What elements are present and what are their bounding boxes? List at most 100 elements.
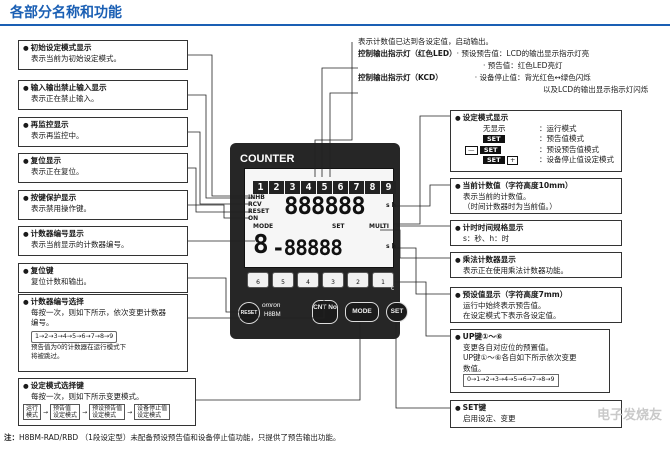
ctl-kcd-label: 控制输出指示灯（KCD） bbox=[358, 73, 443, 82]
multi-indicator: MULTI bbox=[369, 223, 389, 230]
mode-sequence: 运行模式→ 预告值设定模式→ 预设预告值设定模式→ 设备停止值设定模式 bbox=[23, 404, 191, 420]
callout-desc: 表示正在复位。 bbox=[31, 166, 84, 176]
callout-heading: 计数器编号显示 bbox=[23, 229, 183, 240]
up-key-4[interactable]: 4 bbox=[297, 272, 319, 288]
callout-current-count: 当前计数值（字符高度10mm） 表示当前的计数值。 （时间计数器时为当前值。） bbox=[450, 178, 622, 214]
callout-heading: UP键①～⑥ bbox=[455, 332, 605, 343]
callout-multiplier: 乘法计数器显示 表示正在使用乘法计数器功能。 bbox=[450, 252, 622, 278]
ctl-red-led-b: · 预告值：红色LED亮灯 bbox=[483, 61, 563, 70]
up-key-2[interactable]: 2 bbox=[347, 272, 369, 288]
callout-heading: 输入输出禁止输入显示 bbox=[23, 83, 183, 94]
time-unit-top: s h bbox=[386, 202, 396, 209]
counter-sequence: 1→2→3→4→5→6→7→8→9 bbox=[31, 330, 118, 343]
output-indicator-description: 表示计数值已达到各设定值，启动输出。 控制输出指示灯（红色LED）· 预设预告值… bbox=[358, 36, 648, 96]
mode-key[interactable]: MODE bbox=[345, 302, 379, 322]
callout-desc: （时间计数器时为当前值。） bbox=[463, 202, 557, 211]
callout-desc: 每按一次，则如下所示，依次变更计数器 bbox=[31, 307, 166, 317]
callout-desc: 表示当前为初始设定模式。 bbox=[31, 53, 121, 63]
output-desc-line: 表示计数值已达到各设定值，启动输出。 bbox=[358, 37, 493, 46]
mode-row-none: 无显示：运行模式 bbox=[455, 124, 617, 135]
leader-line bbox=[394, 115, 450, 225]
callout-heading: 设定模式选择键 bbox=[23, 381, 191, 392]
cell: 1 bbox=[253, 181, 268, 194]
callout-desc: 表示当前显示的计数器编号。 bbox=[31, 239, 129, 249]
on-indicator: ON bbox=[248, 215, 259, 222]
mode-indicator: MODE bbox=[253, 223, 274, 230]
mode-row-pset: — SET：预设预告值模式 bbox=[455, 145, 617, 156]
page-title: 各部分名称和功能 bbox=[10, 4, 122, 20]
cell: 8 bbox=[365, 181, 380, 194]
set-indicator: SET bbox=[332, 223, 345, 230]
mode-row-pre: SET ：预告值模式 bbox=[455, 134, 617, 145]
inhb-label: INHB bbox=[248, 194, 265, 201]
up-key-5[interactable]: 5 bbox=[272, 272, 294, 288]
callout-heading: 再监控显示 bbox=[23, 120, 183, 131]
brand-label: omron bbox=[262, 302, 281, 309]
leader-line bbox=[392, 247, 450, 295]
callout-setting-mode-display: 设定模式显示 无显示：运行模式 SET：预告值模式 — SET：预设预告值模式 … bbox=[450, 110, 622, 172]
ctl-row-1: 控制输出指示灯（红色LED）· 预设预告值：LCD的输出显示指示灯亮 bbox=[358, 48, 648, 60]
leader-line bbox=[188, 204, 250, 219]
callout-desc: 表示禁用操作键。 bbox=[31, 203, 91, 213]
ctl-kcd-b: 以及LCD的输出显示指示灯闪烁 bbox=[543, 85, 649, 94]
set-chip: SET bbox=[483, 156, 505, 164]
callout-note: 将被跳过。 bbox=[31, 352, 64, 360]
cell: 5 bbox=[317, 181, 332, 194]
mode-step-line: 设定模式 bbox=[53, 412, 78, 419]
leader-line bbox=[188, 94, 255, 199]
callout-desc: 表示再监控中。 bbox=[31, 130, 84, 140]
leader-line bbox=[188, 131, 252, 205]
set-key[interactable]: SET bbox=[386, 302, 408, 322]
callout-up-keys: UP键①～⑥ 变更各自对应位的预置值。 UP键①～⑥各自如下所示依次变更 数值。… bbox=[450, 329, 610, 393]
reset-key[interactable]: RESET bbox=[238, 302, 260, 324]
leader-line bbox=[380, 229, 450, 259]
callout-desc: 编号。 bbox=[31, 318, 54, 327]
callout-set-key: SET键 启用设定、变更 bbox=[450, 400, 622, 428]
mode-step-line: 设定模式 bbox=[137, 412, 162, 419]
leader-line bbox=[394, 281, 450, 337]
cnt-no-key[interactable]: CNT No bbox=[312, 300, 338, 324]
callout-heading: 复位显示 bbox=[23, 156, 183, 167]
mode-step-line: 运行 bbox=[26, 405, 39, 412]
leader-line bbox=[329, 92, 358, 177]
callout-desc: UP键①～⑥各自如下所示依次变更 bbox=[463, 353, 577, 362]
mode-step-line: 模式 bbox=[26, 412, 39, 419]
callout-heading: 当前计数值（字符高度10mm） bbox=[455, 181, 617, 192]
callout-preset-display: 预设值显示（字符高度7mm） 运行中始终表示预告值。 在设定模式下表示各设定值。 bbox=[450, 287, 622, 323]
mode-step-preset: 预设预告值设定模式 bbox=[89, 404, 126, 420]
mode-step-run: 运行模式 bbox=[23, 404, 42, 420]
callout-desc: 表示当前的计数值。 bbox=[463, 191, 531, 201]
leader-line bbox=[188, 300, 325, 319]
leader-line bbox=[314, 42, 353, 177]
lcd-status-labels: INHB RCV RESET ON bbox=[248, 194, 269, 222]
callout-counter-select: 计数器编号选择 每按一次，则如下所示，依次变更计数器 编号。 1→2→3→4→5… bbox=[18, 294, 188, 372]
callout-desc: s：秒、h：时 bbox=[463, 233, 510, 243]
mode-pset-desc: ：预设预告值模式 bbox=[539, 144, 599, 154]
callout-desc: 运行中始终表示预告值。 bbox=[463, 300, 546, 310]
callout-heading: 复位键 bbox=[23, 266, 183, 277]
callout-heading: 设定模式显示 bbox=[455, 113, 617, 124]
callout-desc: 每按一次，则如下所示变更模式。 bbox=[31, 391, 144, 401]
mode-pre-desc: ：预告值模式 bbox=[539, 134, 584, 143]
leader-line bbox=[321, 67, 358, 177]
leader-line bbox=[196, 322, 361, 401]
callout-desc: 启用设定、变更 bbox=[463, 413, 516, 423]
up-key-3[interactable]: 3 bbox=[322, 272, 344, 288]
set-chip: SET bbox=[483, 135, 505, 143]
up-key-6[interactable]: 6 bbox=[247, 272, 269, 288]
up-key-1[interactable]: 1 bbox=[372, 272, 394, 288]
cell: 3 bbox=[285, 181, 300, 194]
cell: 6 bbox=[333, 181, 348, 194]
leader-line bbox=[392, 184, 450, 207]
callout-heading: 计时时间规格显示 bbox=[455, 223, 617, 234]
up-key-c-label: c bbox=[391, 285, 395, 292]
rcv-label: RCV bbox=[248, 201, 262, 208]
ctl-red-led-label: 控制输出指示灯（红色LED） bbox=[358, 49, 457, 58]
callout-desc: 表示正在使用乘法计数器功能。 bbox=[463, 265, 568, 275]
mode-stop-desc: ：设备停止值设定模式 bbox=[539, 155, 614, 164]
